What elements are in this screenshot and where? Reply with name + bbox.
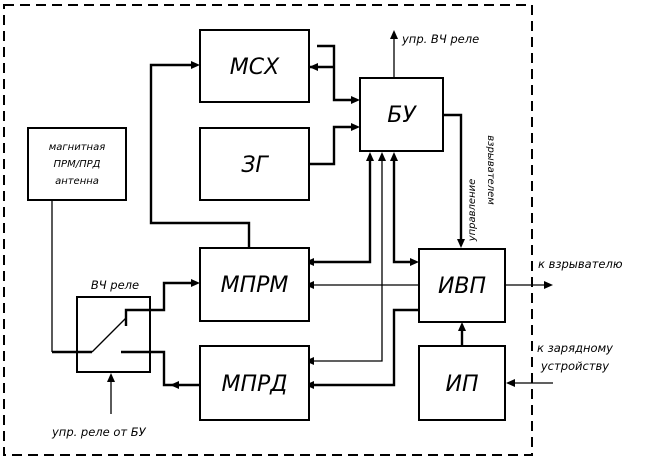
arrow-bu-up: [390, 30, 398, 39]
block-msx[interactable]: МСХ: [199, 29, 310, 103]
block-bu-label: БУ: [387, 103, 417, 128]
fuze-control-label-2: взрывателем: [485, 135, 496, 205]
wiring: [51, 30, 553, 414]
wire-bu-ivp-2: [392, 160, 411, 264]
relay-control-from-bu-label: упр. реле от БУ: [51, 425, 147, 439]
arrow-msx-in: [191, 61, 200, 69]
fuze-control-label-1b: управление: [467, 179, 478, 243]
to-charger-label-2: устройству: [540, 359, 609, 373]
wire-bu-ivp: [443, 113, 463, 240]
wire-zg-bu: [309, 125, 352, 166]
antenna-label-2: ПРМ/ПРД: [54, 159, 101, 170]
wire-relay-mprm: [124, 281, 192, 326]
to-fuze-label: к взрывателю: [538, 257, 623, 271]
wire-bu-mprd-1: [313, 160, 383, 362]
arrow-bu-in-2: [351, 123, 360, 131]
arrow-relay-in: [170, 381, 179, 389]
block-ip-label: ИП: [446, 372, 479, 397]
device-boundary: [3, 4, 533, 456]
antenna-label-1: магнитная: [49, 142, 105, 153]
antenna-label-3: антенна: [55, 176, 99, 187]
arrow-mprm-in-relay: [191, 279, 200, 287]
arrow-bu-bottom-3: [390, 152, 398, 161]
relay-contact: [91, 317, 127, 353]
arrow-bu-in-1: [351, 96, 360, 104]
block-antenna[interactable]: магнитная ПРМ/ПРД антенна: [27, 127, 127, 201]
wire-bu-msx: [317, 44, 357, 102]
block-hf-relay[interactable]: [76, 296, 151, 373]
arrow-bu-bottom-1: [366, 152, 374, 161]
wire-ivp-mprd: [313, 308, 419, 387]
arrow-relay-control: [107, 373, 115, 382]
block-zg-label: ЗГ: [241, 153, 269, 178]
to-charger-label-1: к зарядному: [537, 341, 613, 355]
block-ivp-label: ИВП: [438, 274, 486, 299]
block-mprd-label: МПРД: [222, 372, 288, 397]
wire-mprm-to-msx: [149, 63, 251, 248]
block-mprd[interactable]: МПРД: [199, 345, 310, 421]
hf-relay-label: ВЧ реле: [91, 278, 139, 292]
block-zg[interactable]: ЗГ: [199, 127, 310, 201]
wire-bu-mprm-1: [313, 160, 372, 264]
block-msx-label: МСХ: [230, 55, 280, 80]
arrow-ivp-top: [457, 239, 465, 248]
block-ivp[interactable]: ИВП: [418, 248, 506, 323]
arrow-ivp-left: [410, 258, 419, 266]
block-mprm-label: МПРМ: [221, 273, 289, 298]
arrow-bu-bottom-2: [378, 152, 386, 161]
block-bu[interactable]: БУ: [359, 77, 444, 152]
block-ip[interactable]: ИП: [418, 345, 506, 421]
block-mprm[interactable]: МПРМ: [199, 247, 310, 322]
arrow-ivp-bottom: [458, 322, 466, 331]
hf-relay-control-label: упр. ВЧ реле: [401, 32, 479, 46]
arrow-to-fuze: [544, 281, 553, 289]
arrow-ip-in: [506, 379, 515, 387]
